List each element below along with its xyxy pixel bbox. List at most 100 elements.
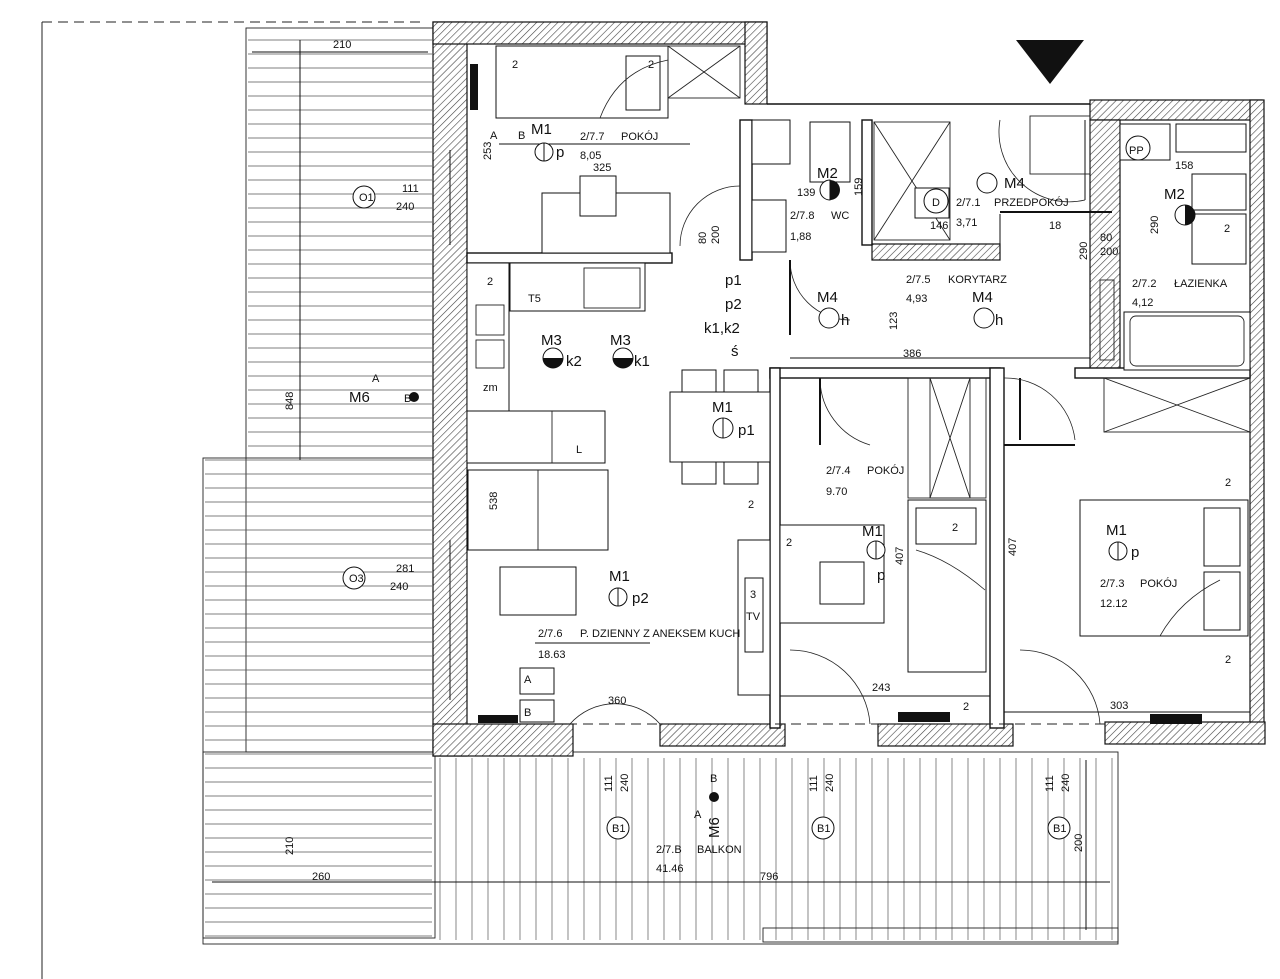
room-71-area: 3,71	[956, 217, 977, 229]
window-lines	[449, 150, 1105, 725]
room-76-area: 18.63	[538, 649, 566, 661]
balcony-slats	[439, 758, 1113, 940]
label-m4-a: M4	[1004, 175, 1025, 192]
label-b1-a: B1	[612, 823, 625, 835]
room-73-name: POKÓJ	[1140, 577, 1177, 590]
room-71-name: PRZEDPOKÓJ	[994, 196, 1069, 209]
dim-corridor-386: 386	[903, 348, 921, 360]
room-78-area: 1,88	[790, 231, 811, 243]
symbol-labels: M1 p M2 M4 M2 M4 M4 h h M3 M3 k2 k1 p1 p…	[349, 59, 1231, 838]
dim-wc-depth: 159	[853, 178, 865, 196]
label-two-e: 2	[748, 499, 754, 511]
dim-hall-18: 18	[1049, 220, 1061, 232]
label-k1: k1	[634, 353, 650, 370]
dim-terrace-bottom-left: 210	[284, 837, 296, 855]
label-b-living: B	[524, 707, 531, 719]
dim-win-111d: 111	[1044, 775, 1056, 792]
label-s: ś	[731, 343, 739, 360]
balcony-id: 2/7.B	[656, 844, 682, 856]
balcony-area: 41.46	[656, 863, 684, 875]
room-77-id: 2/7.7	[580, 131, 604, 143]
room-71-id: 2/7.1	[956, 197, 980, 209]
room-74-id: 2/7.4	[826, 465, 850, 477]
room-76-id: 2/7.6	[538, 628, 562, 640]
dim-win-240e: 240	[1060, 774, 1072, 792]
room-75-name: KORYTARZ	[948, 274, 1007, 286]
label-b-m6b: B	[710, 773, 717, 785]
dim-win-111c: 111	[808, 775, 820, 792]
dim-room73-width: 303	[1110, 700, 1128, 712]
dim-balcony-depth: 200	[1073, 834, 1085, 852]
label-m2-b: M2	[1164, 186, 1185, 203]
label-m1-d: M1	[1106, 522, 1127, 539]
door-swings	[819, 377, 1076, 446]
dim-balcony-width: 796	[760, 871, 778, 883]
label-b1-b: B1	[817, 823, 830, 835]
label-k1k2: k1,k2	[704, 320, 740, 337]
label-m1-b: M1	[712, 399, 733, 416]
room-77-name: POKÓJ	[621, 130, 658, 143]
label-m1-c: M1	[862, 523, 883, 540]
label-two-b: 2	[1225, 654, 1231, 666]
room-72-area: 4,12	[1132, 297, 1153, 309]
dim-room74-depth: 407	[894, 547, 906, 565]
dim-win-240c: 240	[619, 774, 631, 792]
dim-room73-depth: 407	[1007, 538, 1019, 556]
room-76-name: P. DZIENNY Z ANEKSEM KUCH	[580, 628, 740, 640]
label-a-m6b: A	[694, 809, 702, 821]
dim-terrace-bottom-width: 260	[312, 871, 330, 883]
label-m4-b: M4	[817, 289, 838, 306]
room-75-id: 2/7.5	[906, 274, 930, 286]
label-m3-a: M3	[541, 332, 562, 349]
label-m6-b: M6	[706, 817, 723, 838]
label-p-a: p	[556, 144, 564, 161]
label-o3: O3	[349, 573, 364, 585]
label-p-c: p	[1131, 544, 1139, 561]
dim-terrace-left: 848	[284, 392, 296, 410]
room-72-name: ŁAZIENKA	[1174, 278, 1228, 290]
dim-win-240b: 240	[390, 581, 408, 593]
dim-door-200b: 200	[1100, 246, 1118, 258]
label-h-b: h	[995, 312, 1003, 329]
dim-hall-146: 146	[930, 220, 948, 232]
label-m2-a: M2	[817, 165, 838, 182]
label-d: D	[932, 197, 940, 209]
room-77-area: 8,05	[580, 150, 601, 162]
dim-win-111: 111	[402, 183, 419, 195]
room-75-area: 4,93	[906, 293, 927, 305]
dim-bath-290: 290	[1149, 216, 1161, 234]
label-m6-a: M6	[349, 389, 370, 406]
exterior-walls	[432, 21, 1266, 757]
label-a-m6: A	[372, 373, 380, 385]
dim-win-240: 240	[396, 201, 414, 213]
label-t5: T5	[528, 293, 541, 305]
dim-door-80b: 80	[1100, 232, 1112, 244]
label-m1-a: M1	[531, 121, 552, 138]
room-72-id: 2/7.2	[1132, 278, 1156, 290]
label-two-c: 2	[952, 522, 958, 534]
label-tv: TV	[746, 611, 761, 623]
label-two-a: 2	[1225, 477, 1231, 489]
room-labels: 2/7.7 POKÓJ 8,05 2/7.8 WC 1,88 2/7.1 PRZ…	[538, 130, 1228, 875]
label-zm: zm	[483, 382, 498, 394]
kitchen-furniture	[466, 262, 646, 464]
label-a-living: A	[524, 674, 532, 686]
room-74-furniture	[779, 377, 990, 725]
dim-room74-width: 243	[872, 682, 890, 694]
room-74-area: 9.70	[826, 486, 847, 498]
label-b-m6: B	[404, 393, 411, 405]
dim-hall-290: 290	[1078, 242, 1090, 260]
dim-room77-width: 325	[593, 162, 611, 174]
label-two-j: 2	[487, 276, 493, 288]
dim-door-200: 200	[710, 226, 722, 244]
room-73-area: 12.12	[1100, 598, 1128, 610]
label-p1-b: p1	[738, 422, 755, 439]
balcony	[202, 751, 1119, 945]
label-two-g: 2	[512, 59, 518, 71]
dim-win-240d: 240	[824, 774, 836, 792]
label-o1: O1	[359, 192, 374, 204]
bathroom-fixtures	[1099, 123, 1251, 371]
dim-win-281: 281	[396, 563, 414, 575]
room-74-name: POKÓJ	[867, 464, 904, 477]
dim-room77-depth: 253	[482, 142, 494, 160]
